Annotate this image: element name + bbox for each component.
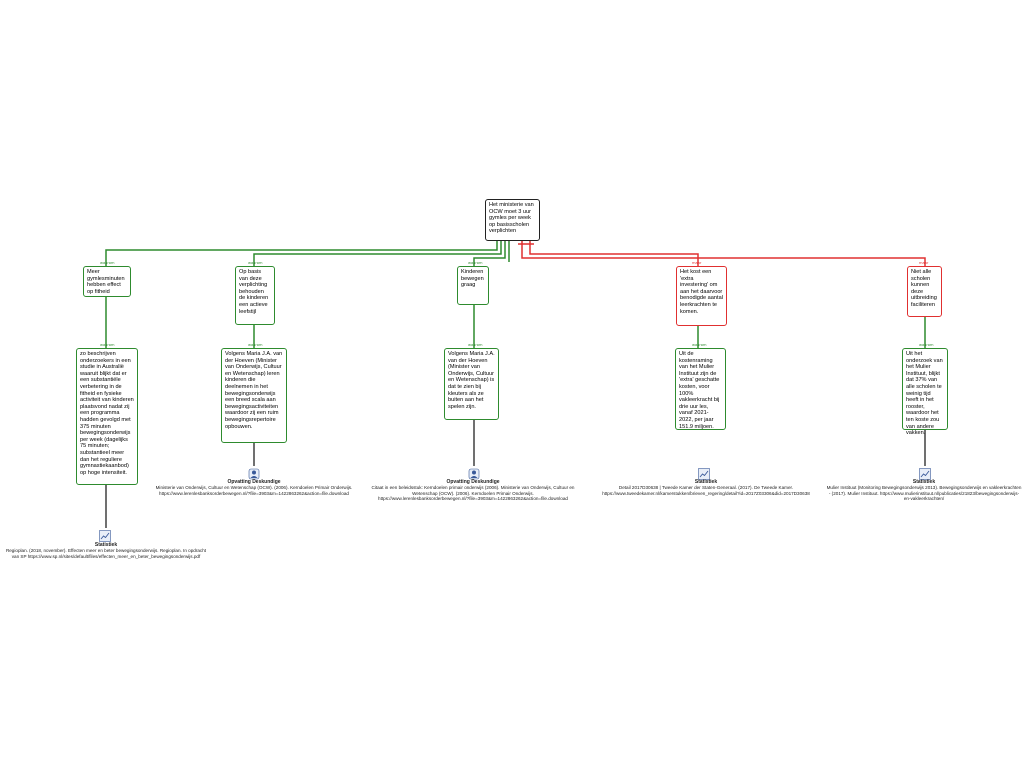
statistics-icon [919, 468, 931, 480]
argument-5-tag: maar [919, 261, 929, 265]
source-5-kind: Statistiek [912, 479, 936, 485]
source-3: Opvatting Deskundige Citaat in een belei… [368, 479, 578, 502]
source-2-text[interactable]: Ministerie van Onderwijs, Cultuur en Wet… [155, 485, 353, 496]
source-2: Opvatting Deskundige Ministerie van Onde… [150, 479, 358, 496]
root-claim-text: Het ministerie van OCW moet 3 uur gymles… [489, 202, 534, 235]
argument-2-tag: waarom [248, 261, 263, 265]
evidence-2-box[interactable]: Volgens Maria J.A. van der Hoeven (Minis… [221, 348, 287, 443]
source-3-kind: Opvatting Deskundige [446, 479, 500, 485]
source-4: Statistiek Detail 2017D30638 | Tweede Ka… [590, 479, 822, 496]
argument-1-claim[interactable]: Meer gymlesminuten hebben effect op fith… [83, 266, 131, 297]
evidence-3-box[interactable]: Volgens Maria J.A. van der Hoeven (Minis… [444, 348, 499, 420]
argument-1-text: Meer gymlesminuten hebben effect op fith… [87, 269, 125, 295]
evidence-1-tag: waarom [100, 343, 115, 347]
evidence-4-text: Uit de kostenraming van het Mulier Insti… [679, 351, 720, 430]
source-5-text[interactable]: Mulier Instituut (Monitoring Bewegingson… [826, 485, 1022, 502]
argument-5-text: Niet alle scholen kunnen deze uitbreidin… [911, 269, 937, 308]
root-claim[interactable]: Het ministerie van OCW moet 3 uur gymles… [485, 199, 540, 241]
argument-1-tag: waarom [100, 261, 115, 265]
evidence-2-tag: waarom [248, 343, 263, 347]
expert-icon [248, 468, 260, 480]
evidence-3-tag: waarom [468, 343, 483, 347]
source-3-text[interactable]: Citaat in een beleidsstuk: Kerndoelen pr… [371, 485, 575, 502]
evidence-2-text: Volgens Maria J.A. van der Hoeven (Minis… [225, 351, 283, 430]
argument-2-claim[interactable]: Op basis van deze verplichting behouden … [235, 266, 275, 325]
source-1-kind: Statistiek [94, 542, 118, 548]
source-4-kind: Statistiek [694, 479, 718, 485]
evidence-3-text: Volgens Maria J.A. van der Hoeven (Minis… [448, 351, 495, 410]
source-connectors [105, 420, 926, 528]
evidence-1-box[interactable]: zo beschrijven onderzoekers in een studi… [76, 348, 138, 485]
evidence-4-tag: waarom [692, 343, 707, 347]
evidence-5-text: Uit het onderzoek van het Mulier Institu… [906, 351, 943, 437]
source-1: Statistiek Regioplan. (2018, november). … [2, 542, 210, 559]
argument-5-claim[interactable]: Niet alle scholen kunnen deze uitbreidin… [907, 266, 942, 317]
argument-4-text: Het kost een 'extra investering' om aan … [680, 269, 723, 315]
statistics-icon [99, 530, 111, 542]
source-4-text[interactable]: Detail 2017D30638 | Tweede Kamer der Sta… [602, 485, 810, 496]
evidence-4-box[interactable]: Uit de kostenraming van het Mulier Insti… [675, 348, 726, 430]
pro-connectors [105, 240, 926, 348]
statistics-icon [698, 468, 710, 480]
argument-4-claim[interactable]: Het kost een 'extra investering' om aan … [676, 266, 727, 326]
argument-3-claim[interactable]: Kinderen bewegen graag [457, 266, 489, 305]
con-connectors [518, 240, 926, 266]
expert-icon [468, 468, 480, 480]
evidence-1-text: zo beschrijven onderzoekers in een studi… [80, 351, 134, 476]
source-1-text[interactable]: Regioplan. (2018, november). Effecten me… [5, 548, 207, 559]
argument-3-tag: waarom [468, 261, 483, 265]
argument-2-text: Op basis van deze verplichting behouden … [239, 269, 269, 315]
source-5: Statistiek Mulier Instituut (Monitoring … [826, 479, 1022, 502]
source-2-kind: Opvatting Deskundige [227, 479, 281, 485]
evidence-5-box[interactable]: Uit het onderzoek van het Mulier Institu… [902, 348, 948, 436]
argument-4-tag: maar [692, 261, 702, 265]
evidence-5-tag: waarom [919, 343, 934, 347]
argument-3-text: Kinderen bewegen graag [461, 269, 484, 289]
